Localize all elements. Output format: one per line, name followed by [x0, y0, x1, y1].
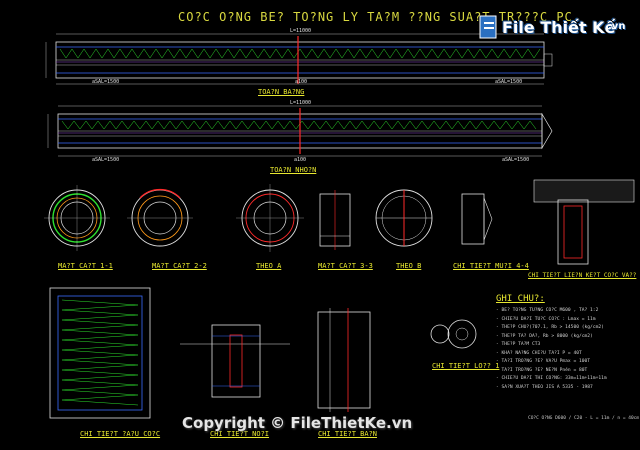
label-pointed-view: TOA?N NHO?N — [270, 166, 317, 174]
section-theo-b — [375, 189, 433, 247]
title-stamp: CO?C O?NG D600 / C20 - L = 11m / n = 40c… — [528, 416, 640, 421]
section-2-2 — [127, 188, 193, 247]
site-logo: File Thiết Kế .vn — [478, 8, 636, 48]
notes-heading: GHI CHU?: — [496, 294, 545, 304]
detail-middle — [180, 324, 290, 398]
label-flat-view: TOA?N BA?NG — [258, 88, 305, 96]
dim-top-mid: a100 — [295, 79, 308, 85]
label-detail-cap: CHI TIE?T BA?N — [318, 430, 378, 438]
dim-bot-total: L=11000 — [290, 100, 312, 106]
note-item: - BE? TO?NG TU?NG CO?C M600 , TA? 1:2 — [496, 308, 599, 313]
note-item: - THE?P TA?M CT3 — [496, 342, 541, 347]
label-section-1: MA?T CA?T 1-1 — [58, 262, 113, 270]
section-1-1 — [44, 185, 110, 251]
label-detail-ring: CHI TIE?T LO?? 1 — [432, 362, 500, 370]
dim-top-right: aSAL=1500 — [495, 79, 523, 85]
label-detail-pile: CHI TIE?T ?A?U CO?C — [80, 430, 161, 438]
label-theo-a: THEO A — [256, 262, 282, 270]
note-item: - THE?P TA? DA?, Rb > 8000 (kg/cm2) — [496, 333, 593, 339]
logo-text: File Thiết Kế — [502, 18, 616, 37]
detail-steel-plate — [317, 308, 371, 412]
label-section-3: MA?T CA?T 3-3 — [318, 262, 373, 270]
dim-bot-left: aSAL=1500 — [92, 157, 120, 163]
note-item: - THE?P CHU?(707.1, Rb > 14500 (kg/cm2) — [496, 325, 604, 330]
dim-bot-right: aSAL=1500 — [502, 157, 530, 163]
logo-icon — [479, 15, 497, 39]
note-item: - TA?I TRO?NG ?E? VA?U Pmax = 100T — [496, 359, 591, 364]
label-section-2: MA?T CA?T 2-2 — [152, 262, 207, 270]
detail-joint — [533, 179, 635, 265]
detail-ring-hole — [430, 319, 477, 349]
pile-elevation-flat — [45, 33, 553, 85]
spiral-reinforcement — [59, 48, 541, 59]
note-item: - CHIE?U DA?I TU?C CO?C : Lmax = 11m — [496, 316, 596, 322]
label-theo-b: THEO B — [396, 262, 422, 270]
copyright-watermark: Copyright © FileThietKe.vn — [182, 414, 413, 432]
section-theo-a — [236, 184, 304, 252]
detail-tip-4-4 — [461, 193, 493, 245]
logo-suffix: .vn — [608, 21, 626, 32]
label-detail-mid: CHI TIE?T NO?I — [210, 430, 270, 438]
dim-bot-mid: a100 — [294, 157, 307, 163]
note-item: - SA?N XUA?T THEO JIS A 5335 - 1987 — [496, 384, 593, 390]
spiral-reinforcement — [61, 120, 537, 130]
notes-list: - BE? TO?NG TU?NG CO?C M600 , TA? 1:2 - C… — [496, 307, 607, 392]
label-detail-joint: CHI TIE?T LIE?N KE?T CO?C VA?? — [528, 272, 637, 279]
detail-pile-head — [49, 287, 151, 419]
note-item: - KHA? NA?NG CHI?U TA?I P = 40T — [496, 350, 582, 356]
label-detail-tip: CHI TIE?T MU?I 4-4 — [453, 262, 529, 270]
drawing-title: CO?C O?NG BE? TO?NG LY TA?M ??NG SUA?T T… — [178, 10, 573, 24]
note-item: - TA?I TRO?NG ?E? NE?N Pnén = 80T — [496, 367, 588, 373]
spiral-reinforcement — [61, 299, 139, 406]
note-item: - CHIE?U DA?I THI CO?NG: 33m=11m+11m+11m — [496, 376, 607, 381]
pile-elevation-pointed — [47, 105, 553, 157]
dim-top-left: aSAL=1500 — [92, 79, 120, 85]
section-3-3 — [319, 190, 351, 250]
dim-top-total: L=11000 — [290, 28, 312, 34]
